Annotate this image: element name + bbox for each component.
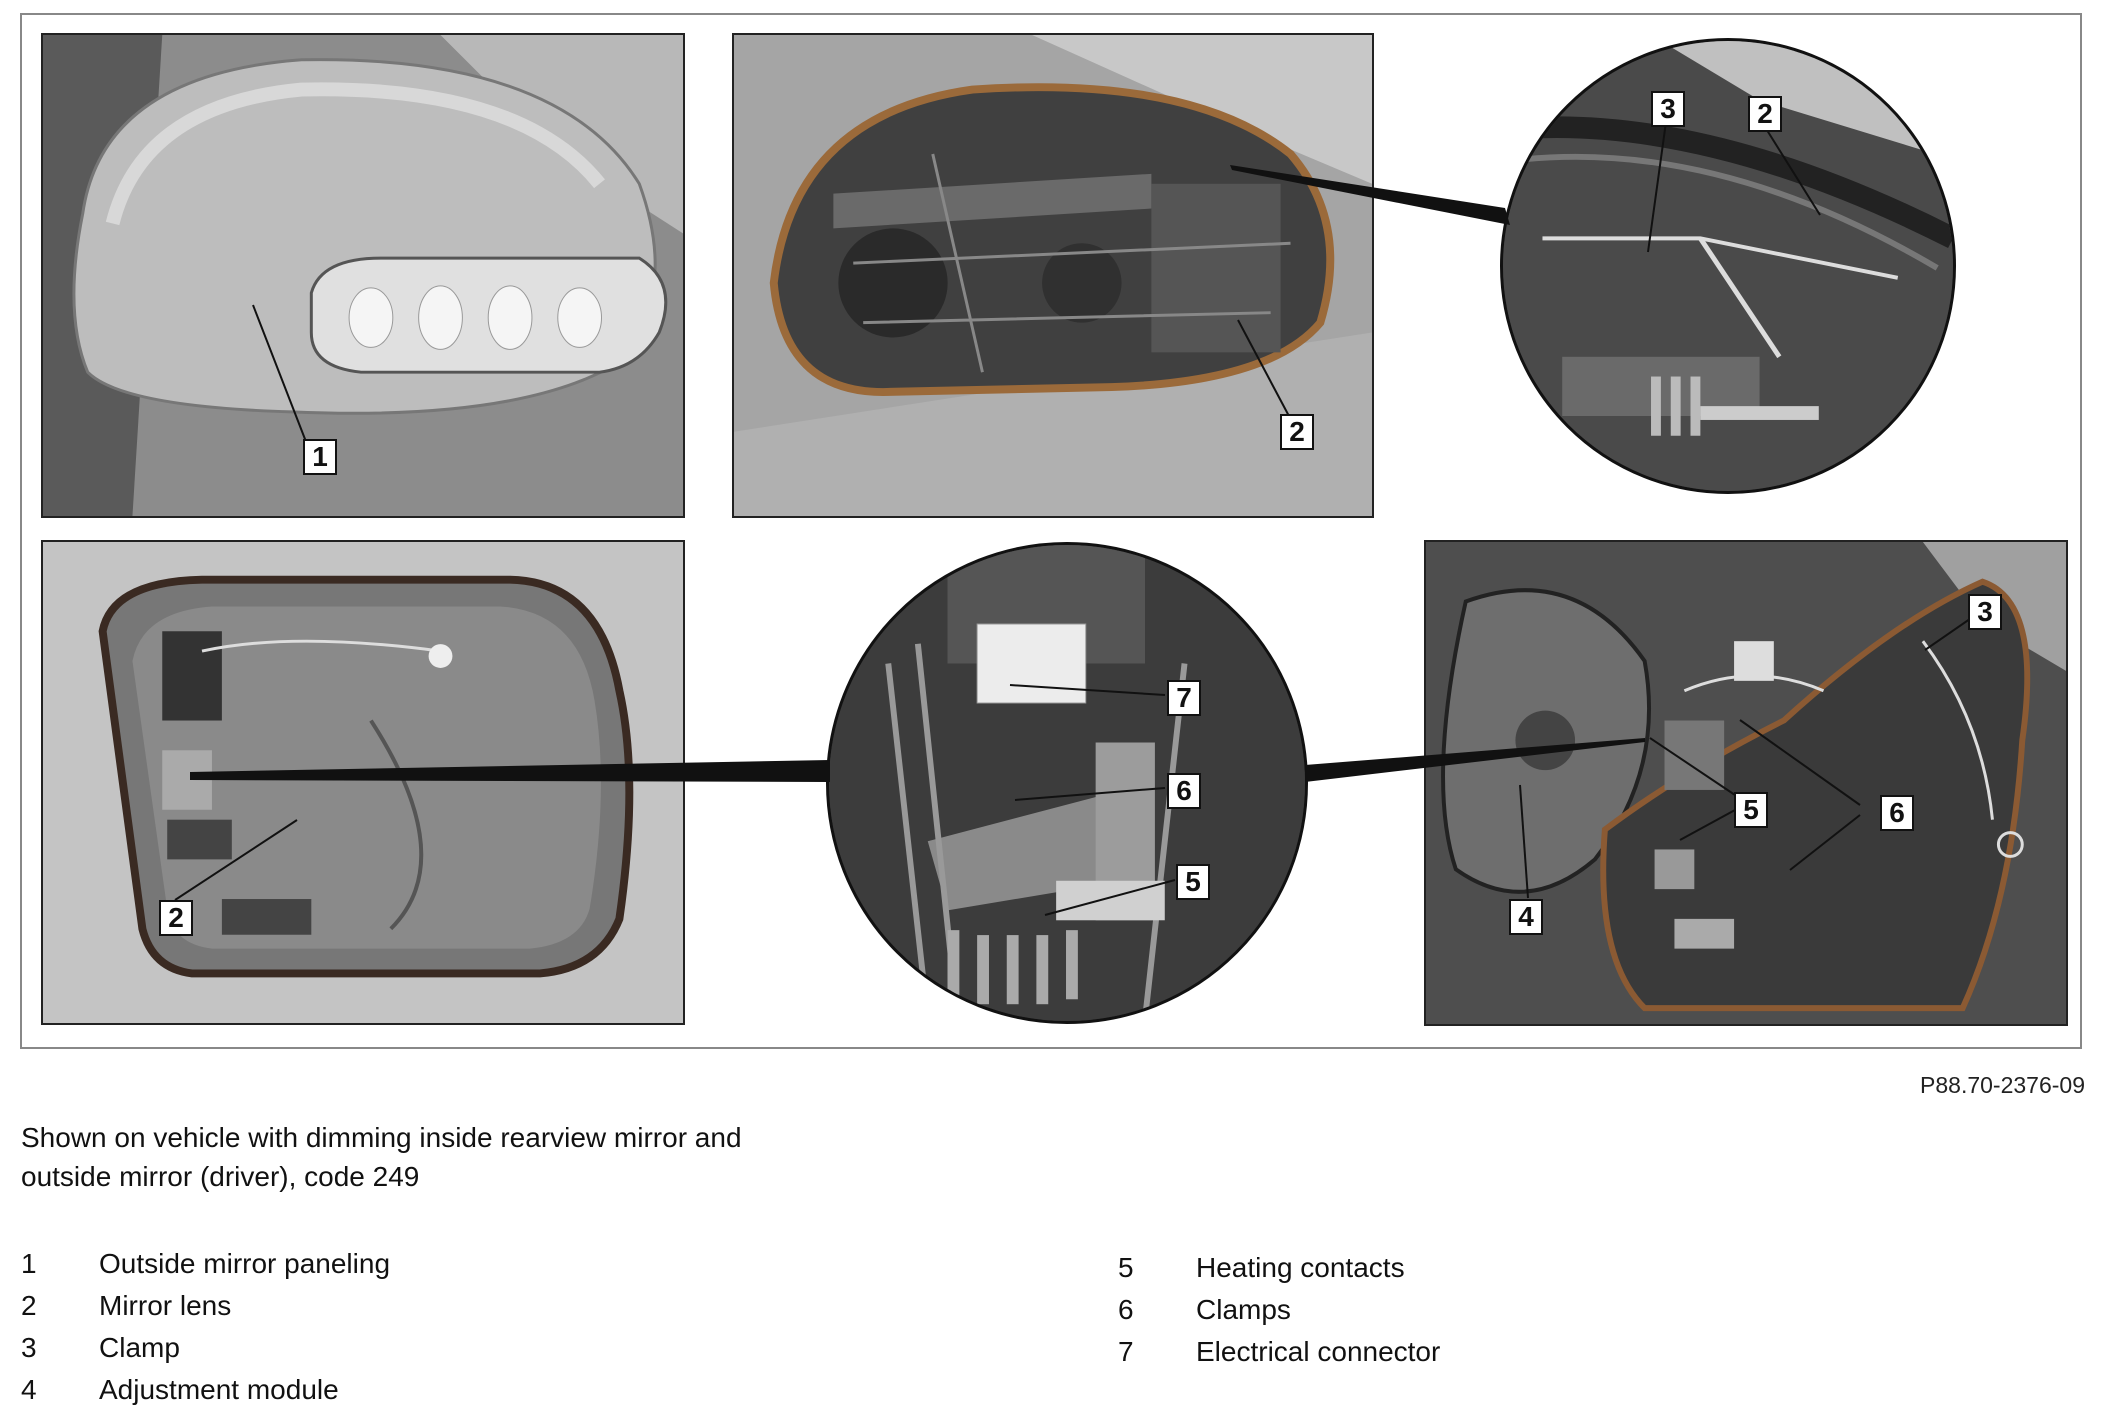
caption-line-1: Shown on vehicle with dimming inside rea… [21,1122,742,1153]
legend-item: 6 Clamps [1118,1289,1440,1331]
legend-label: Clamps [1196,1294,1291,1325]
legend-item: 2 Mirror lens [21,1285,390,1327]
callout-3-clamp-module: 3 [1968,594,2002,630]
legend-label: Mirror lens [99,1290,232,1321]
caption-line-2: outside mirror (driver), code 249 [21,1161,420,1192]
connectors-detail-illustration [829,545,1305,1021]
callout-5-heating-contacts-module: 5 [1734,792,1768,828]
callout-5-heating-contacts: 5 [1176,864,1210,900]
legend-number: 2 [21,1290,37,1321]
photo-mirror-paneling [41,33,685,518]
clamp-detail-illustration [1503,41,1953,491]
callout-7-connector: 7 [1167,680,1201,716]
legend-item: 5 Heating contacts [1118,1247,1440,1289]
legend-item: 7 Electrical connector [1118,1331,1440,1373]
photo-mirror-lens [41,540,685,1025]
legend-number: 4 [21,1374,37,1405]
legend-item: 1 Outside mirror paneling [21,1243,390,1285]
detail-circle-connectors [826,542,1308,1024]
legend-number: 6 [1118,1294,1134,1325]
legend-number: 5 [1118,1252,1134,1283]
legend-item: 3 Clamp [21,1327,390,1369]
legend-item: 4 Adjustment module [21,1369,390,1411]
callout-6-clamps-module: 6 [1880,795,1914,831]
legend-label: Electrical connector [1196,1336,1441,1367]
legend-left: 1 Outside mirror paneling 2 Mirror lens 3 C… [21,1243,390,1411]
legend-label: Heating contacts [1196,1252,1405,1283]
figure-code: P88.70-2376-09 [1920,1072,2085,1098]
legend-number: 1 [21,1248,37,1279]
detail-circle-clamp [1500,38,1956,494]
callout-2-lens-detail: 2 [1748,96,1782,132]
legend-right: 5 Heating contacts 6 Clamps 7 Electrical co… [1118,1247,1440,1373]
legend-label: Adjustment module [99,1374,339,1405]
legend-number: 3 [21,1332,37,1363]
callout-3-clamp: 3 [1651,91,1685,127]
callout-2-lens: 2 [1280,414,1314,450]
legend-number: 7 [1118,1336,1134,1367]
mirror-housing-illustration [43,35,683,516]
callout-6-clamps: 6 [1167,773,1201,809]
mirror-lens-illustration [43,542,683,1023]
legend-label: Outside mirror paneling [99,1248,391,1279]
callout-4-adjustment-module: 4 [1509,899,1543,935]
callout-2-lens-rear: 2 [159,900,193,936]
figure-caption: Shown on vehicle with dimming inside rea… [21,1118,821,1196]
mirror-interior-illustration [734,35,1372,516]
legend-label: Clamp [99,1332,180,1363]
callout-1-paneling: 1 [303,439,337,475]
photo-mirror-open [732,33,1374,518]
